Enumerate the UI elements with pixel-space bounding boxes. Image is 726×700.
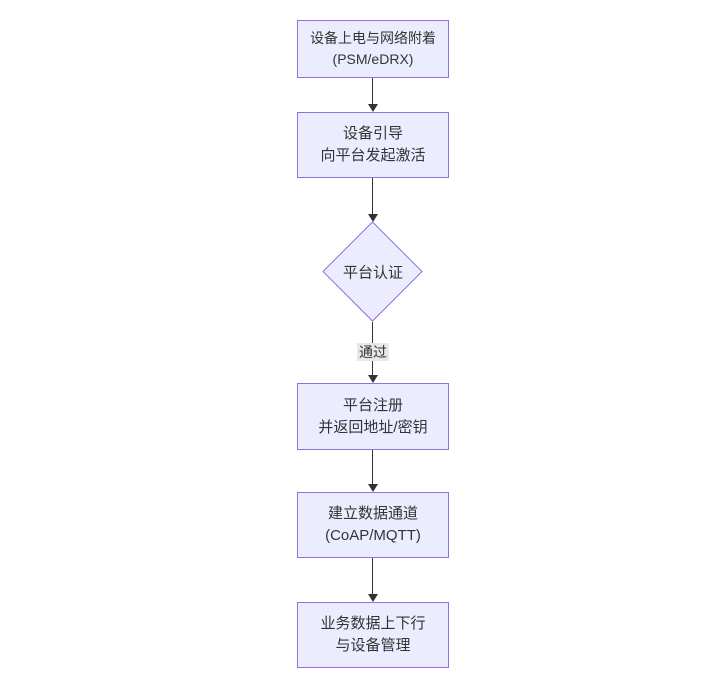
node-label-line: 与设备管理 xyxy=(335,637,411,654)
arrowhead-icon xyxy=(368,594,378,602)
node-label-line: 并返回地址/密钥 xyxy=(318,418,428,436)
flow-node-business: 业务数据上下行 与设备管理 xyxy=(297,602,449,668)
flow-node-bootstrap: 设备引导 向平台发起激活 xyxy=(297,112,449,178)
node-label-line: 设备引导 xyxy=(342,125,403,142)
edge-label-pass: 通过 xyxy=(357,343,389,361)
node-label-line: 设备上电与网络附着 xyxy=(310,30,436,46)
node-label-line: 向平台发起激活 xyxy=(320,147,426,164)
flow-node-data-channel: 建立数据通道 (CoAP/MQTT) xyxy=(297,492,449,558)
arrowhead-icon xyxy=(368,484,378,492)
node-label-line: 业务数据上下行 xyxy=(320,615,426,632)
arrowhead-icon xyxy=(368,375,378,383)
edge-line xyxy=(372,178,373,215)
edge-line xyxy=(372,450,373,485)
arrowhead-icon xyxy=(368,214,378,222)
node-label-line: 建立数据通道 xyxy=(327,505,418,522)
node-label-line: (PSM/eDRX) xyxy=(332,51,414,67)
flow-node-register: 平台注册 并返回地址/密钥 xyxy=(297,383,449,450)
node-label-line: 平台注册 xyxy=(342,396,403,414)
arrowhead-icon xyxy=(368,104,378,112)
edge-line xyxy=(372,558,373,595)
node-label-line: (CoAP/MQTT) xyxy=(325,527,421,544)
flow-node-power-attach: 设备上电与网络附着 (PSM/eDRX) xyxy=(297,20,449,78)
edge-line xyxy=(372,78,373,105)
decision-label: 平台认证 xyxy=(342,264,404,282)
